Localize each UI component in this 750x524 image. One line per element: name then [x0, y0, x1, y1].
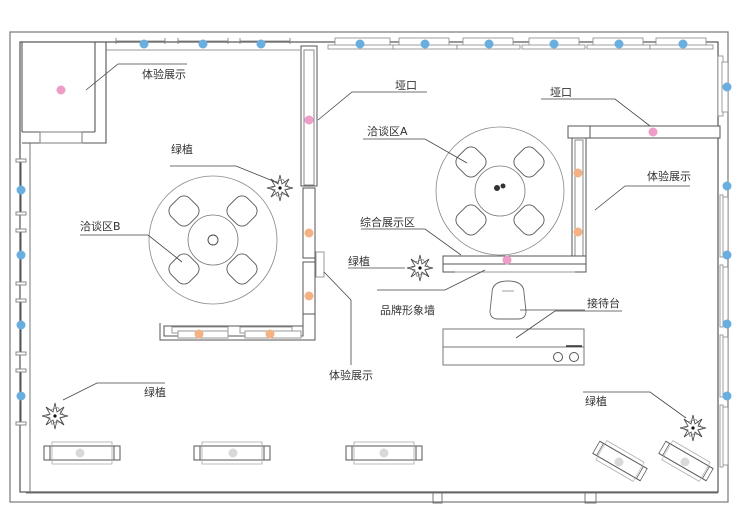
label-green-plant-bottom-left: 绿植 — [144, 385, 166, 399]
sofa-light-dot-icon — [228, 448, 238, 458]
label-reception-desk: 接待台 — [587, 296, 620, 310]
exhibit-light-dot-icon — [56, 85, 66, 95]
window-light-dot-icon — [549, 39, 559, 49]
negotiation-table-b — [148, 175, 278, 305]
window-units-top-left — [106, 38, 300, 51]
plant-icon — [406, 254, 434, 282]
reception-desk — [442, 328, 585, 366]
label-integrated-display-area: 综合展示区 — [360, 215, 415, 229]
sofa-light-dot-icon — [379, 448, 389, 458]
spot-light-dot-icon — [265, 329, 275, 339]
spot-light-dot-icon — [304, 228, 314, 238]
window-light-dot-icon — [16, 185, 26, 195]
lights-layer — [16, 39, 732, 467]
spot-light-dot-icon — [194, 329, 204, 339]
label-green-plant-middle: 绿植 — [348, 254, 370, 268]
window-light-dot-icon — [722, 391, 732, 401]
label-pass-opening-right: 垭口 — [550, 86, 572, 99]
sofa-light-dot-icon — [614, 457, 624, 467]
label-experience-display-bottom: 体验展示 — [329, 368, 373, 382]
window-light-dot-icon — [484, 39, 494, 49]
window-light-dot-icon — [722, 82, 732, 92]
center-partition — [159, 45, 325, 341]
exhibit-light-dot-icon — [648, 127, 658, 137]
spot-light-dot-icon — [573, 227, 583, 237]
window-light-dot-icon — [16, 250, 26, 260]
label-negotiation-a: 洽谈区A — [367, 125, 408, 138]
plant-icon — [41, 402, 69, 430]
integrated-display-wall — [442, 255, 587, 273]
window-light-dot-icon — [198, 39, 208, 49]
plant-icon — [266, 174, 294, 202]
leader-lines — [62, 63, 690, 419]
window-light-dot-icon — [614, 39, 624, 49]
window-light-dot-icon — [256, 39, 266, 49]
right-partition — [567, 125, 721, 259]
window-light-dot-icon — [420, 39, 430, 49]
window-light-dot-icon — [722, 319, 732, 329]
label-negotiation-b: 洽谈区B — [80, 220, 121, 233]
window-light-dot-icon — [678, 39, 688, 49]
label-brand-image-wall: 品牌形象墙 — [380, 303, 435, 317]
window-units-right — [717, 55, 729, 468]
sofa-light-dot-icon — [75, 448, 85, 458]
window-light-dot-icon — [16, 391, 26, 401]
experience-room-topleft — [21, 41, 107, 144]
label-pass-opening-top: 垭口 — [395, 79, 417, 92]
label-experience-display-right: 体验展示 — [647, 169, 691, 183]
window-units-left — [15, 143, 31, 492]
label-green-plant-bottom-right: 绿植 — [585, 394, 607, 408]
spot-light-dot-icon — [573, 168, 583, 178]
bottom-wall — [26, 492, 718, 504]
reception-chair — [489, 280, 527, 320]
window-light-dot-icon — [139, 39, 149, 49]
negotiation-table-a — [435, 126, 565, 256]
window-units-top-right — [327, 37, 714, 50]
exhibit-light-dot-icon — [304, 115, 314, 125]
sofa-light-dot-icon — [680, 457, 690, 467]
exhibit-light-dot-icon — [502, 255, 512, 265]
window-light-dot-icon — [722, 250, 732, 260]
label-experience-display-topleft: 体验展示 — [142, 67, 186, 81]
plant-icon — [679, 414, 707, 442]
window-light-dot-icon — [355, 39, 365, 49]
window-light-dot-icon — [16, 320, 26, 330]
label-green-plant-top: 绿植 — [171, 142, 193, 156]
spot-light-dot-icon — [304, 291, 314, 301]
window-light-dot-icon — [722, 181, 732, 191]
